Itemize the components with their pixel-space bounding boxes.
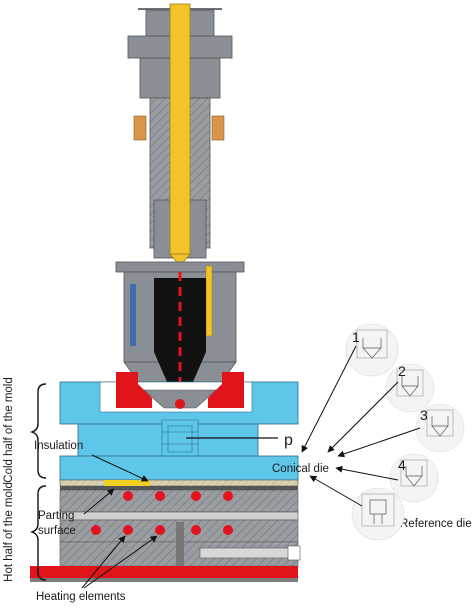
- reference-die-label: Reference die: [400, 518, 472, 530]
- cold-half-plate: [59, 372, 299, 481]
- heater-band-left: [133, 115, 147, 141]
- die-thumbnail-2: [385, 363, 435, 413]
- cold-half-brace: [29, 383, 47, 479]
- die-number-2: 2: [398, 363, 406, 379]
- hot-half-label: Hot half of the mold: [3, 482, 15, 582]
- parting-zone: [59, 479, 299, 490]
- die-thumbnail-1: [345, 323, 399, 377]
- heating-elements-label: Heating elements: [36, 591, 126, 603]
- screw: [169, 3, 191, 255]
- die-thumbnail-4: [389, 453, 439, 503]
- injection-barrel: [127, 3, 233, 267]
- parting-surface-label-line1: Parting: [38, 510, 74, 522]
- die-thumbnail-3: [415, 403, 465, 453]
- conical-die-arrows: [301, 345, 421, 507]
- heating-element-circles: [91, 491, 233, 535]
- nozzle-heater-left: [116, 372, 152, 408]
- nozzle-heater-right: [208, 372, 244, 408]
- heater-band-right: [211, 115, 225, 141]
- die-number-4: 4: [398, 457, 406, 473]
- die-number-1: 1: [352, 329, 360, 345]
- conical-die-label: Conical die: [272, 463, 329, 475]
- die-thumbnail-reference: [351, 487, 405, 541]
- die-number-3: 3: [420, 407, 428, 423]
- hot-half-brace: [29, 485, 47, 581]
- insulation-label: Insulation: [34, 440, 83, 452]
- p-label: p: [284, 432, 293, 449]
- hot-half-plate: [30, 489, 301, 582]
- base-heater: [30, 566, 298, 578]
- parting-surface-label-line2: surface: [38, 525, 76, 537]
- cold-half-label: Cold half of the mold: [3, 377, 15, 482]
